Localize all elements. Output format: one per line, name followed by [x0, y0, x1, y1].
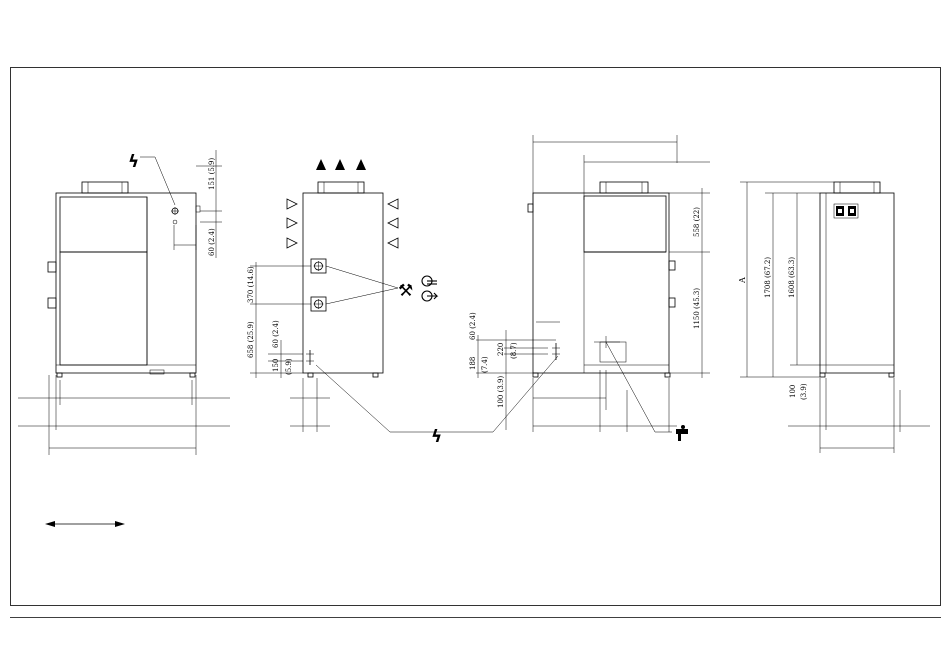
front-electric-icon: ϟ [128, 152, 139, 172]
tools-icon: ⚒ [398, 281, 413, 301]
right-dim-1708: 1708 (67.2) [764, 257, 772, 298]
side-view: ⚒ 370 (14.6) 658 (25.9) 60 (2.4) 150 (5.… [247, 159, 558, 447]
side-cabinet [303, 193, 383, 373]
front-dim-151: 151 (5.9) [208, 158, 216, 190]
rear-dim-220: 220 [497, 343, 505, 356]
right-dim-100-in: (3.9) [800, 383, 808, 400]
airflow-in-right-arrow [388, 199, 398, 209]
rear-dim-188-in: (7.4) [481, 356, 489, 373]
side-dim-658: 658 (25.9) [247, 321, 255, 358]
bottom-electric-icon: ϟ [431, 427, 442, 447]
right-cabinet [820, 193, 894, 373]
right-dim-1608: 1608 (63.3) [788, 257, 796, 298]
side-dim-60: 60 (2.4) [272, 320, 280, 348]
front-dim-60: 60 (2.4) [208, 228, 216, 256]
rear-upper-grille [584, 196, 666, 252]
rear-dim-220-in: (8.7) [510, 342, 518, 359]
side-dim-370: 370 (14.6) [247, 266, 255, 303]
rear-dim-188: 188 [469, 357, 477, 370]
control-panel-icon [834, 204, 858, 218]
water-in-out-icon [422, 276, 437, 301]
front-lower-panel [60, 252, 147, 365]
rear-dim-100: 100 (3.9) [497, 376, 505, 408]
rear-cabinet [533, 193, 669, 373]
airflow-in-left-arrow [287, 199, 297, 209]
airflow-out-arrow [316, 159, 326, 170]
right-view: A 1708 (67.2) 1608 (63.3) 100 (3.9) [738, 182, 930, 453]
rear-dim-1150: 1150 (45.3) [693, 288, 701, 329]
rear-dim-558: 558 (22) [693, 207, 701, 237]
side-dim-150-in: (5.9) [285, 358, 293, 375]
rear-view: 558 (22) 1150 (45.3) 60 (2.4) 188 (7.4) … [469, 135, 710, 441]
scale-arrow [45, 521, 125, 527]
front-view: ϟ 151 (5.9) 60 (2.4) [18, 150, 230, 455]
right-dim-100: 100 [789, 385, 797, 398]
side-dim-150: 150 [272, 359, 280, 372]
water-tap-icon [676, 425, 688, 441]
rear-dim-60: 60 (2.4) [469, 312, 477, 340]
right-dim-a: A [738, 277, 747, 284]
front-fan-top [82, 182, 128, 193]
front-upper-panel [60, 197, 147, 252]
